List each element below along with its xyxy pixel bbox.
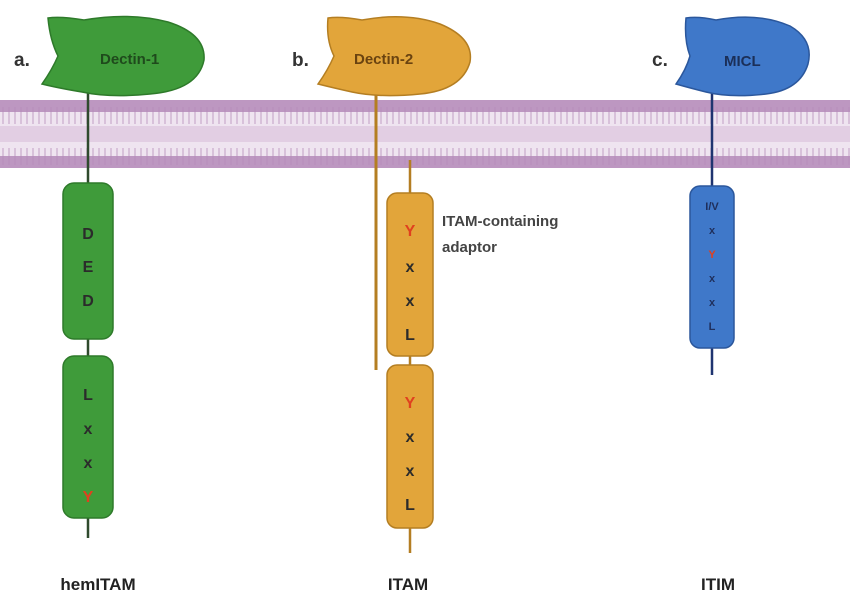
micl-residue-4: x <box>709 273 716 285</box>
adaptor-itam-domain-2 <box>386 364 434 529</box>
adaptor-label-line-1: ITAM-containing <box>442 213 558 230</box>
panel-b-dectin-2: b. Dectin-2 Y x x L Y x x L ITAM-contain… <box>292 16 558 594</box>
itam-label: ITAM <box>388 575 428 594</box>
dectin-1-label: Dectin-1 <box>100 51 159 68</box>
dectin-1-motif-residue-1: L <box>83 387 93 404</box>
itam-2-tyrosine: Y <box>405 395 416 412</box>
micl-itim-domain <box>689 185 735 349</box>
micl-residue-6: L <box>709 321 716 333</box>
adaptor-itam-domain-1 <box>386 192 434 357</box>
dectin-1-tyrosine: Y <box>83 489 94 506</box>
adaptor-label-line-2: adaptor <box>442 239 497 256</box>
micl-receptor-head <box>674 16 810 97</box>
dectin-1-receptor-head <box>40 15 205 97</box>
panel-a-dectin-1: a. Dectin-1 D E D L x x Y hemITAM <box>14 15 205 594</box>
dectin-1-motif-residue-3: x <box>84 455 93 472</box>
dectin-1-motif-residue-2: x <box>84 421 93 438</box>
panel-letter-b: b. <box>292 50 309 71</box>
itim-label: ITIM <box>701 575 735 594</box>
dectin-1-residue-2: E <box>83 259 94 276</box>
cell-membrane <box>0 100 850 168</box>
itam-2-residue-2: x <box>406 429 415 446</box>
micl-residue-1: I/V <box>705 201 719 213</box>
dectin-1-residue-3: D <box>82 293 94 310</box>
panel-c-micl: c. MICL I/V x Y x x L ITIM <box>652 16 810 594</box>
itam-2-leucine: L <box>405 497 415 514</box>
itam-1-residue-2: x <box>406 259 415 276</box>
dectin-1-residue-1: D <box>82 226 94 243</box>
hemitam-label: hemITAM <box>60 575 135 594</box>
dectin-1-hemitam-domain <box>62 355 114 519</box>
panel-letter-a: a. <box>14 50 30 71</box>
micl-tyrosine: Y <box>708 249 716 261</box>
micl-residue-2: x <box>709 225 716 237</box>
panel-letter-c: c. <box>652 50 668 71</box>
micl-label: MICL <box>724 53 761 70</box>
micl-residue-5: x <box>709 297 716 309</box>
itam-1-residue-3: x <box>406 293 415 310</box>
dectin-2-receptor-head <box>316 16 472 97</box>
itam-1-tyrosine: Y <box>405 223 416 240</box>
itam-1-leucine: L <box>405 327 415 344</box>
itam-2-residue-3: x <box>406 463 415 480</box>
dectin-1-ded-domain <box>62 182 114 340</box>
dectin-2-label: Dectin-2 <box>354 51 413 68</box>
